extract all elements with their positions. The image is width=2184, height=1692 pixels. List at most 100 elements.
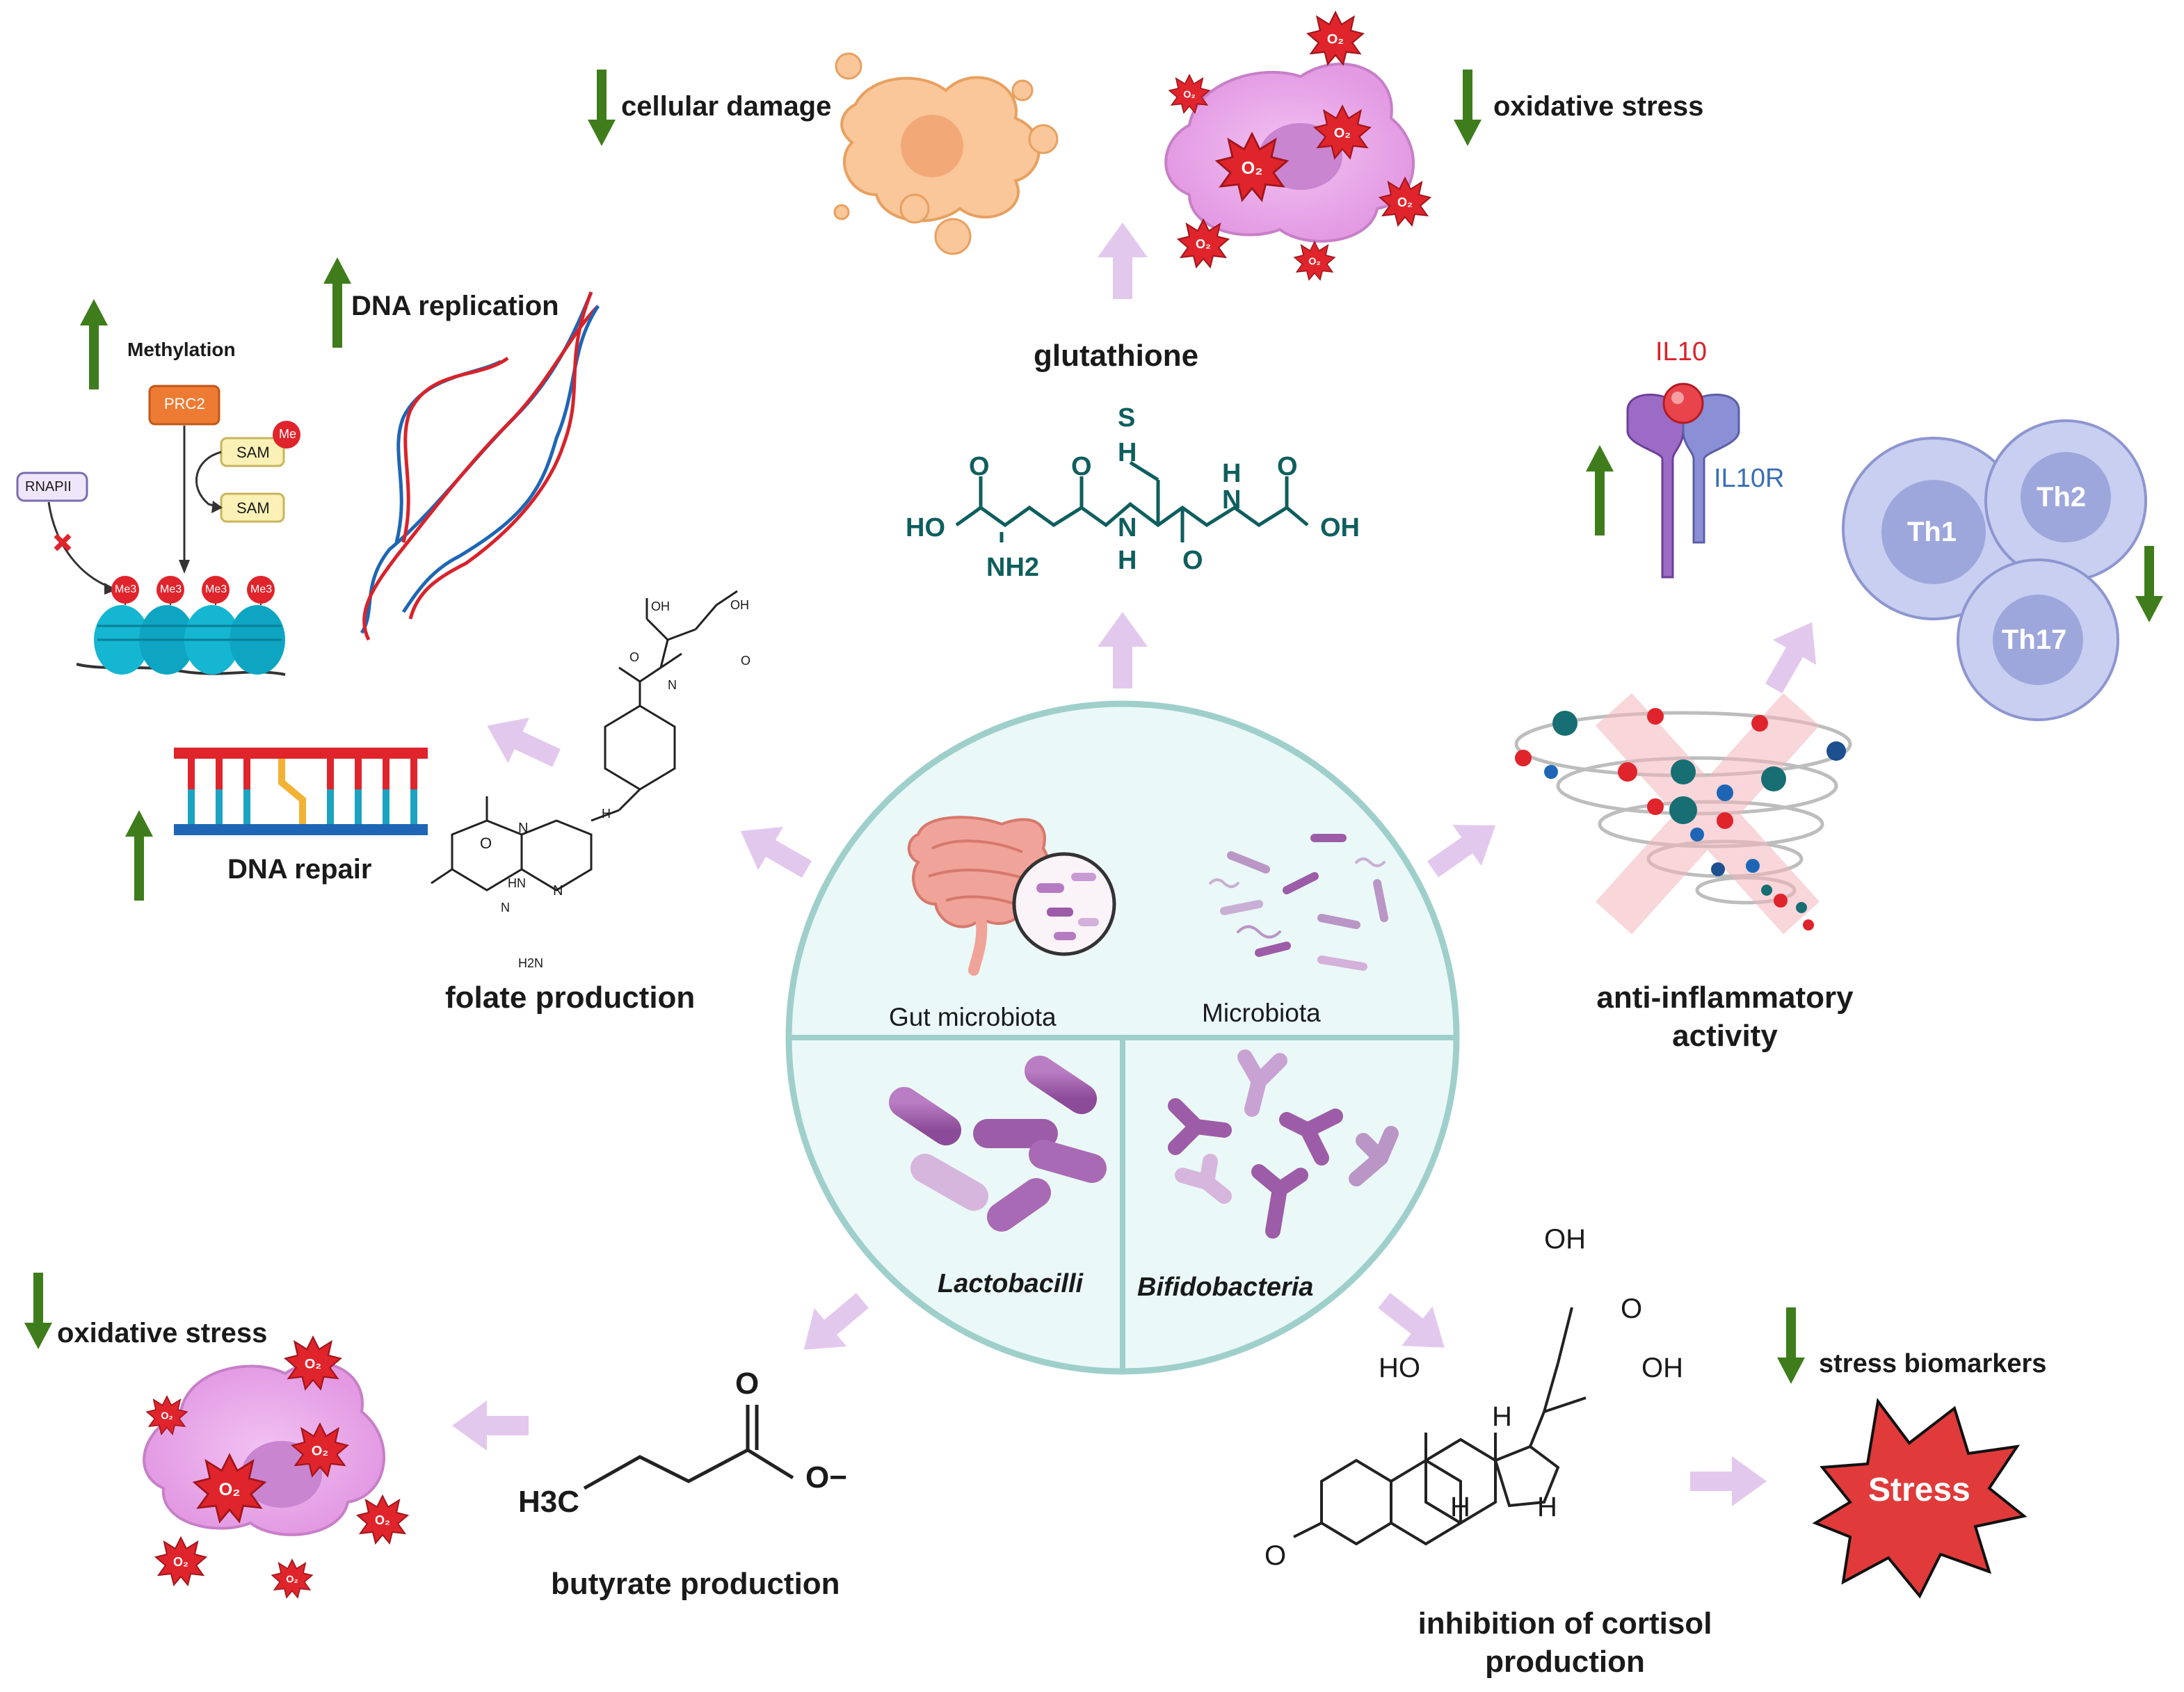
dna-repair-icon: [174, 748, 428, 835]
up-arrow-icon: [80, 299, 108, 389]
butyrate-o-minus: O−: [805, 1460, 847, 1494]
damaged-cell-icon: [833, 52, 1059, 255]
butyrate-h3c: H3C: [518, 1485, 580, 1519]
down-arrow-icon: [2135, 546, 2163, 622]
folate-n-1: N: [518, 821, 529, 836]
folate-nh: N: [668, 678, 677, 692]
folate-o-1: O: [629, 650, 640, 664]
sam-box-1: [220, 421, 300, 467]
arrow-to-folate: [728, 809, 819, 892]
il10-label: IL10: [1655, 337, 1707, 366]
down-arrow-icon: [24, 1273, 52, 1349]
cortisol-o-1: O: [1621, 1294, 1643, 1324]
me3-label-2: Me3: [160, 583, 182, 595]
me-label: Me: [279, 427, 297, 441]
oxidative-cell-top-icon: [1164, 11, 1431, 281]
me3-label-4: Me3: [250, 583, 273, 595]
folate-production-label: folate production: [445, 981, 696, 1015]
cortisol-oh-1: OH: [1544, 1224, 1586, 1255]
nucleosome-icon: [76, 576, 286, 676]
butyrate-structure: [583, 1405, 794, 1490]
folate-h2n: H2N: [518, 956, 544, 970]
folate-oh-1: OH: [651, 599, 670, 613]
cortisol-h-1: H: [1492, 1401, 1512, 1432]
up-arrow-icon: [125, 810, 153, 901]
up-arrow-icon: [323, 257, 351, 348]
chem-o-1: O: [969, 452, 990, 481]
lactobacilli-label: Lactobacilli: [938, 1269, 1084, 1298]
sam-label-2: SAM: [236, 499, 270, 517]
me3-label-1: Me3: [115, 583, 137, 595]
bacteria-icon: [1209, 834, 1388, 971]
folate-o-3: O: [480, 835, 492, 852]
th17-label: Th17: [2002, 625, 2067, 655]
arrow-to-oxidative-left: [452, 1401, 529, 1451]
cortisol-h-3: H: [1537, 1492, 1557, 1522]
arrow-to-il10: [1751, 609, 1834, 701]
chem-o-3: O: [1182, 546, 1203, 575]
chem-oh: OH: [1320, 513, 1360, 542]
folate-hn: HN: [508, 876, 526, 890]
chem-n-2: N: [1222, 485, 1242, 515]
dna-replication-label: DNA replication: [351, 291, 559, 321]
down-arrow-icon: [1454, 70, 1482, 146]
chem-o-2: O: [1071, 452, 1092, 481]
th-cells: [1842, 419, 2147, 721]
rnapii-label: RNAPII: [25, 479, 72, 494]
il10r-label: IL10R: [1714, 464, 1785, 493]
folate-n-h: H: [602, 807, 611, 821]
methylation-label: Methylation: [127, 339, 236, 360]
arrow-to-inflammation: [1418, 805, 1510, 890]
up-arrow-icon: [1586, 445, 1614, 535]
folate-structure: [431, 590, 738, 892]
th2-label: Th2: [2037, 482, 2087, 513]
stress-burst-icon: [1812, 1398, 2028, 1599]
chem-n-1: N: [1118, 513, 1137, 542]
microbiota-label: Microbiota: [1202, 999, 1321, 1027]
down-arrow-icon: [1777, 1307, 1805, 1384]
dna-helix-icon: [360, 291, 600, 641]
bifidobacteria-label: Bifidobacteria: [1137, 1273, 1314, 1302]
chem-o-4: O: [1277, 452, 1298, 481]
prc2-box: [148, 385, 220, 426]
inflammation-tornado-icon: [1514, 693, 1852, 935]
stress-biomarkers-label: stress biomarkers: [1819, 1349, 2047, 1378]
anti-inflammatory-label-line1: anti-inflammatory: [1596, 981, 1854, 1015]
chem-h-2: H: [1222, 459, 1242, 488]
folate-n-3: N: [501, 901, 510, 915]
dna-repair-label: DNA repair: [227, 854, 372, 885]
bifidobacteria-icon: [1168, 1049, 1399, 1239]
intestine-icon: [907, 816, 1116, 976]
cortisol-structure: [1293, 1307, 1587, 1546]
folate-n-2: N: [553, 883, 563, 899]
cellular-damage-label: cellular damage: [621, 91, 832, 122]
th1-label: Th1: [1907, 517, 1957, 547]
arrow-to-stress: [1690, 1456, 1767, 1506]
arrow-to-cell-damage: [1098, 223, 1148, 299]
chem-ho: HO: [906, 513, 945, 542]
sam-label-1: SAM: [236, 444, 270, 461]
prc2-label: PRC2: [164, 395, 205, 412]
arrow-to-dna: [476, 702, 568, 781]
cortisol-ho: HO: [1379, 1353, 1420, 1383]
anti-inflammatory-label-line2: activity: [1672, 1019, 1778, 1053]
receptor-icon: [1626, 382, 1740, 579]
arrow-to-glutathione: [1098, 612, 1148, 688]
cortisol-oh-2: OH: [1641, 1353, 1683, 1383]
cortisol-label-line1: inhibition of cortisol: [1418, 1606, 1712, 1641]
oxidative-stress-top-label: oxidative stress: [1493, 91, 1704, 122]
butyrate-production-label: butyrate production: [551, 1567, 840, 1601]
folate-o-2: O: [741, 654, 751, 668]
glutathione-structure: [955, 460, 1309, 542]
me3-label-3: Me3: [205, 583, 227, 595]
butyrate-o: O: [735, 1367, 760, 1401]
folate-oh-2: OH: [730, 598, 749, 612]
central-circle: [785, 700, 1460, 1375]
glutathione-label: glutathione: [1034, 339, 1199, 373]
block-icon: [54, 533, 72, 551]
cortisol-h-2: H: [1450, 1492, 1470, 1522]
arrow-to-butyrate: [787, 1281, 879, 1369]
rnapii-box: [16, 472, 88, 502]
cortisol-o-2: O: [1264, 1540, 1287, 1571]
